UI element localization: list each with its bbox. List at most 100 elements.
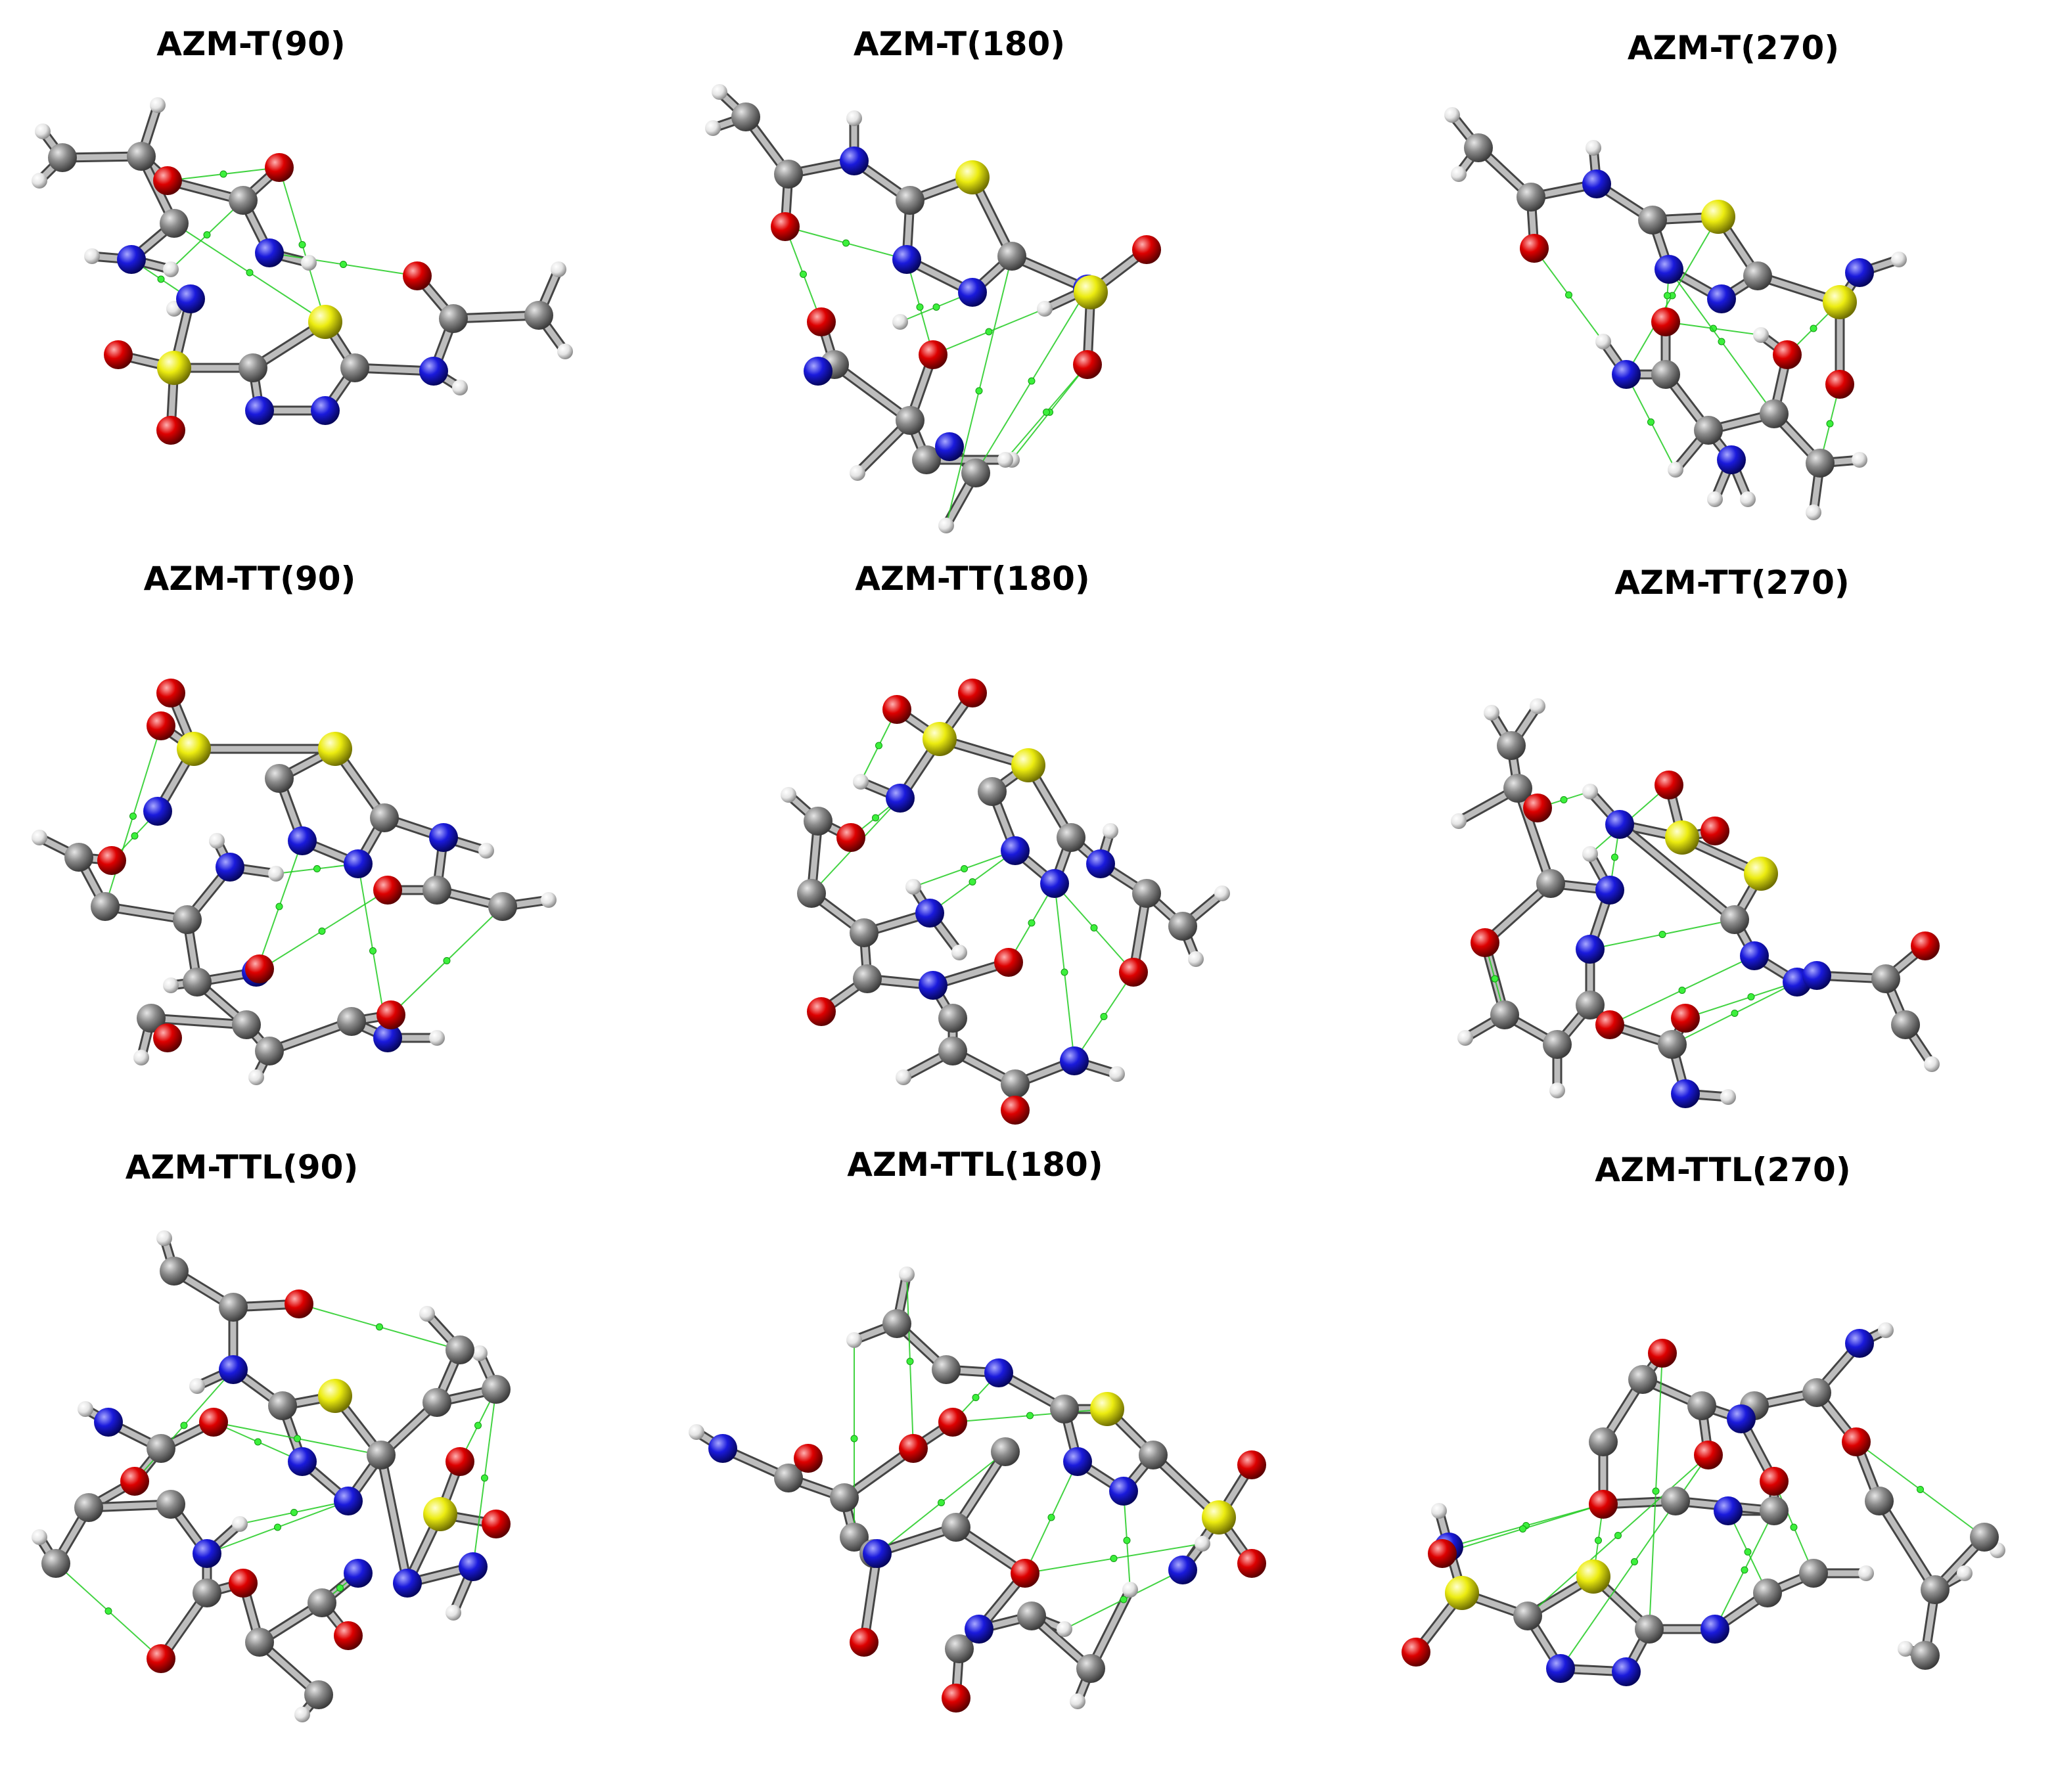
critical-point [1047, 1513, 1055, 1521]
atom-c [853, 964, 882, 993]
atom-o [836, 823, 865, 852]
critical-point [1652, 1487, 1660, 1495]
atom-o [147, 1644, 175, 1673]
atom-c [1651, 360, 1680, 389]
atom-h [705, 120, 721, 136]
critical-point [369, 947, 377, 954]
atom-h [294, 1707, 310, 1722]
atom-h [853, 774, 869, 790]
atom-n [804, 357, 833, 386]
atom-o [1237, 1450, 1266, 1479]
atom-c [160, 1257, 189, 1286]
atom-h [84, 248, 100, 264]
atom-o [1911, 931, 1940, 960]
atom-c [1017, 1602, 1046, 1630]
critical-point [376, 1323, 383, 1331]
atom-h [301, 255, 317, 271]
atom-s [1744, 857, 1778, 891]
atom-o [334, 1621, 363, 1650]
atom-c [137, 1004, 166, 1033]
atom-o [104, 340, 133, 369]
atom-c [173, 905, 202, 934]
atom-h [445, 1605, 461, 1621]
atom-o [285, 1289, 313, 1318]
bond-highlight [1876, 1498, 1938, 1593]
atom-c [896, 406, 924, 435]
atom-h [896, 1069, 911, 1085]
bond-highlight [831, 361, 913, 424]
atom-o [1694, 1441, 1723, 1469]
atom-c [422, 1388, 451, 1417]
critical-point [481, 1474, 488, 1482]
atom-c [439, 304, 468, 333]
atom-h [1924, 1056, 1940, 1072]
atom-o [1825, 370, 1854, 399]
atom-h [232, 1516, 248, 1532]
atom-c [1464, 133, 1493, 162]
atom-s [1074, 275, 1108, 309]
critical-point [274, 1523, 281, 1531]
atom-c [1638, 206, 1667, 235]
atom-c [774, 160, 803, 189]
molecule-azm-ttl-180 [689, 1266, 1266, 1713]
atom-c [942, 1513, 970, 1542]
atom-s [1701, 200, 1735, 234]
atom-n [1727, 1404, 1756, 1433]
critical-point [1731, 1010, 1739, 1017]
atom-c [232, 1010, 261, 1039]
atom-c [912, 445, 941, 474]
panel-title-azm-tt-270: AZM-TT(270) [1614, 564, 1850, 602]
atom-c [370, 803, 399, 832]
atom-c [48, 143, 77, 172]
atom-n [1700, 1615, 1729, 1644]
atom-n [892, 245, 921, 274]
bond-highlight [148, 1015, 250, 1028]
molecule-azm-ttl-90 [32, 1230, 511, 1722]
critical-point [294, 1435, 301, 1443]
atom-o [1595, 1010, 1624, 1039]
atom-c [524, 301, 553, 330]
critical-point [1810, 325, 1817, 332]
atom-c [1760, 1496, 1789, 1525]
atom-s [308, 305, 342, 339]
atom-h [268, 866, 284, 882]
atom-h [478, 843, 494, 859]
atom-c [265, 764, 294, 793]
atom-c [41, 1549, 70, 1578]
atom-c [1911, 1641, 1940, 1670]
critical-point [1614, 1532, 1622, 1539]
atom-c [183, 968, 212, 997]
atom-c [938, 1004, 967, 1033]
atom-c [945, 1634, 974, 1663]
atom-c [1806, 449, 1835, 478]
atom-n [915, 899, 944, 928]
atom-s [157, 351, 191, 385]
critical-point [1826, 420, 1834, 428]
atom-o [153, 1023, 182, 1052]
atom-c [1168, 912, 1197, 941]
atom-o [1842, 1427, 1871, 1456]
atom-o [377, 1000, 405, 1029]
atom-n [216, 853, 244, 882]
critical-point [129, 813, 137, 820]
critical-point [1028, 919, 1036, 927]
atom-c [797, 879, 826, 908]
critical-point [961, 865, 968, 872]
critical-point [1061, 968, 1068, 976]
critical-point [1026, 1412, 1034, 1420]
atom-o [1011, 1559, 1039, 1588]
bond-highlight [861, 1550, 880, 1646]
critical-point [1090, 924, 1098, 931]
atom-o [156, 416, 185, 445]
critical-point [1110, 1555, 1118, 1562]
atom-c [938, 1037, 967, 1065]
atom-c [1661, 1487, 1690, 1515]
atom-h [163, 977, 179, 993]
atom-o [1655, 771, 1683, 799]
atom-s [318, 1379, 352, 1413]
atom-c [1589, 1427, 1618, 1456]
atom-h [163, 261, 179, 277]
atom-n [863, 1539, 892, 1568]
atom-o [882, 695, 911, 724]
atom-o [899, 1434, 928, 1463]
